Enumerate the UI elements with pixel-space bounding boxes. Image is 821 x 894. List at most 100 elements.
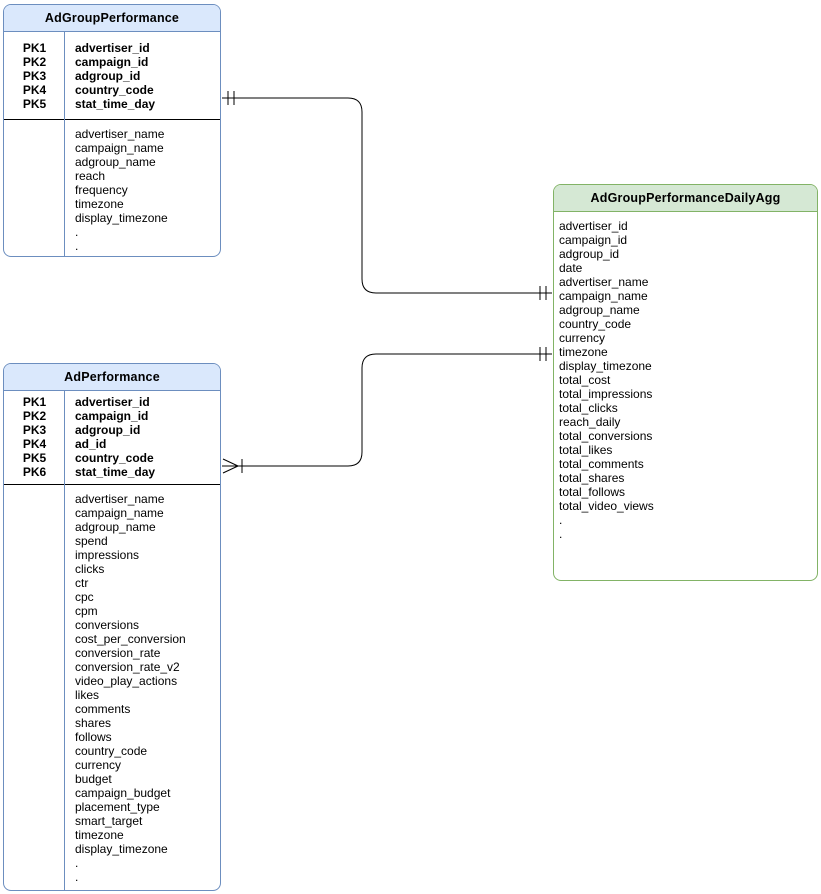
field-row: clicks — [75, 562, 105, 576]
entity-title: AdGroupPerformanceDailyAgg — [554, 185, 817, 212]
field-row: display_timezone — [559, 359, 652, 373]
field-row: placement_type — [75, 800, 160, 814]
field-row: currency — [559, 331, 606, 345]
field-row: total_impressions — [559, 387, 653, 401]
field-row: advertiser_name — [559, 275, 649, 289]
field-row: timezone — [75, 197, 124, 211]
pk-field-name: country_code — [75, 451, 154, 465]
primary-key-row: PK4 country_code — [4, 83, 220, 97]
field-row: adgroup_name — [75, 520, 156, 534]
field-row: follows — [75, 730, 112, 744]
field-row: date — [559, 261, 583, 275]
field-row: total_likes — [559, 443, 613, 457]
pk-tag: PK5 — [22, 451, 47, 465]
field-row: cost_per_conversion — [75, 632, 186, 646]
field-row: display_timezone — [75, 842, 168, 856]
field-row: reach — [75, 169, 106, 183]
pk-column-divider — [64, 391, 65, 890]
entity-title: AdGroupPerformance — [4, 5, 220, 32]
field-row: total_comments — [559, 457, 644, 471]
field-row: comments — [75, 702, 131, 716]
field-row: cpm — [75, 604, 98, 618]
field-row: currency — [75, 758, 122, 772]
pk-tag: PK1 — [22, 41, 47, 55]
field-row: country_code — [559, 317, 632, 331]
field-row: adgroup_name — [559, 303, 640, 317]
primary-key-row: PK2 campaign_id — [4, 55, 220, 69]
pk-tag: PK2 — [22, 55, 47, 69]
field-row: adgroup_id — [559, 247, 620, 261]
field-row: . — [75, 870, 79, 884]
pk-field-name: advertiser_id — [75, 41, 150, 55]
field-row: total_cost — [559, 373, 611, 387]
field-row: display_timezone — [75, 211, 168, 225]
pk-tag: PK4 — [22, 437, 47, 451]
field-row: campaign_name — [559, 289, 648, 303]
pk-tag: PK3 — [22, 69, 47, 83]
field-row: frequency — [75, 183, 128, 197]
pk-column-divider — [64, 32, 65, 256]
field-row: campaign_name — [75, 141, 164, 155]
field-row: ctr — [75, 576, 89, 590]
field-row: advertiser_id — [559, 219, 628, 233]
field-row: campaign_name — [75, 506, 164, 520]
field-row: smart_target — [75, 814, 143, 828]
pk-field-name: stat_time_day — [75, 97, 156, 111]
field-row: reach_daily — [559, 415, 621, 429]
field-row: budget — [75, 772, 112, 786]
field-row: country_code — [75, 744, 148, 758]
relationship-adperformance-to-dailyagg — [222, 347, 552, 474]
pk-field-name: advertiser_id — [75, 395, 150, 409]
field-row: campaign_budget — [75, 786, 171, 800]
pk-tag: PK4 — [22, 83, 47, 97]
pk-tag: PK2 — [22, 409, 47, 423]
section-divider — [4, 484, 220, 485]
pk-field-name: adgroup_id — [75, 69, 141, 83]
cardinality-exactly-one-marker — [539, 286, 547, 300]
field-row: total_follows — [559, 485, 626, 499]
field-row: adgroup_name — [75, 155, 156, 169]
field-row: . — [75, 239, 79, 253]
primary-key-row: PK1 advertiser_id — [4, 395, 220, 409]
crow-foot-one-or-many-marker — [222, 458, 243, 474]
pk-tag: PK1 — [22, 395, 47, 409]
field-row: . — [559, 527, 563, 541]
field-row: total_shares — [559, 471, 625, 485]
entity-adgroupperformancedailyagg: AdGroupPerformanceDailyAgg advertiser_id… — [553, 184, 818, 581]
field-row: shares — [75, 716, 112, 730]
primary-key-row: PK1 advertiser_id — [4, 41, 220, 55]
field-row: timezone — [75, 828, 124, 842]
pk-field-name: ad_id — [75, 437, 107, 451]
relationship-line — [222, 353, 552, 467]
relationship-line — [222, 97, 552, 294]
pk-tag: PK6 — [22, 465, 47, 479]
cardinality-exactly-one-marker — [539, 347, 547, 361]
field-row: spend — [75, 534, 108, 548]
pk-field-name: adgroup_id — [75, 423, 141, 437]
pk-field-name: campaign_id — [75, 55, 149, 69]
primary-key-row: PK3 adgroup_id — [4, 69, 220, 83]
field-row: conversion_rate_v2 — [75, 660, 180, 674]
field-row: conversions — [75, 618, 140, 632]
pk-field-name: country_code — [75, 83, 154, 97]
field-row: advertiser_name — [75, 127, 165, 141]
field-row: total_clicks — [559, 401, 618, 415]
field-row: likes — [75, 688, 100, 702]
section-divider — [4, 119, 220, 120]
field-row: . — [559, 513, 563, 527]
pk-tag: PK5 — [22, 97, 47, 111]
field-row: total_conversions — [559, 429, 653, 443]
cardinality-exactly-one-marker — [227, 91, 235, 105]
field-row: video_play_actions — [75, 674, 178, 688]
field-row: total_video_views — [559, 499, 654, 513]
pk-field-name: campaign_id — [75, 409, 149, 423]
pk-tag: PK3 — [22, 423, 47, 437]
